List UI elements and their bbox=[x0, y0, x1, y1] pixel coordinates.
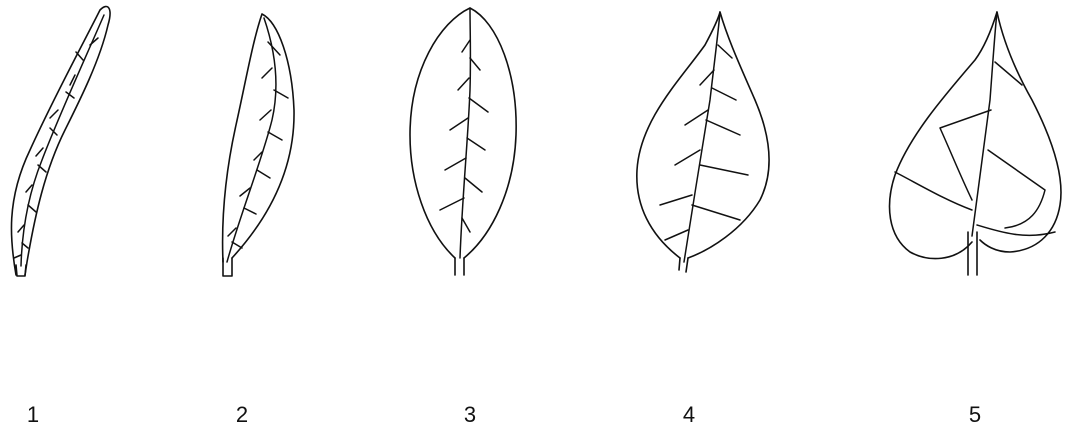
leaf-1-drawing bbox=[11, 6, 110, 276]
leaf-label-2: 2 bbox=[227, 404, 257, 426]
leaf-4-side-veins bbox=[660, 45, 748, 240]
leaf-1-outline bbox=[11, 6, 110, 275]
leaf-label-1: 1 bbox=[18, 404, 48, 426]
leaf-label-4: 4 bbox=[674, 404, 704, 426]
leaf-label-3: 3 bbox=[455, 404, 485, 426]
leaf-2-drawing bbox=[223, 14, 294, 276]
leaf-5-outline bbox=[890, 12, 1061, 259]
leaf-4-petiole bbox=[679, 258, 688, 272]
leaf-3-side-veins bbox=[440, 40, 488, 232]
leaf-4-outline bbox=[637, 12, 769, 258]
leaf-2-side-veins bbox=[228, 42, 288, 248]
leaf-2-outline bbox=[223, 14, 294, 262]
leaf-3-drawing bbox=[410, 8, 516, 275]
leaf-5-petiole bbox=[968, 232, 977, 275]
leaf-label-5: 5 bbox=[960, 404, 990, 426]
leaf-4-drawing bbox=[637, 12, 769, 272]
leaf-3-midrib bbox=[460, 8, 470, 258]
leaf-5-drawing bbox=[890, 12, 1061, 275]
leaf-3-petiole bbox=[455, 258, 464, 275]
